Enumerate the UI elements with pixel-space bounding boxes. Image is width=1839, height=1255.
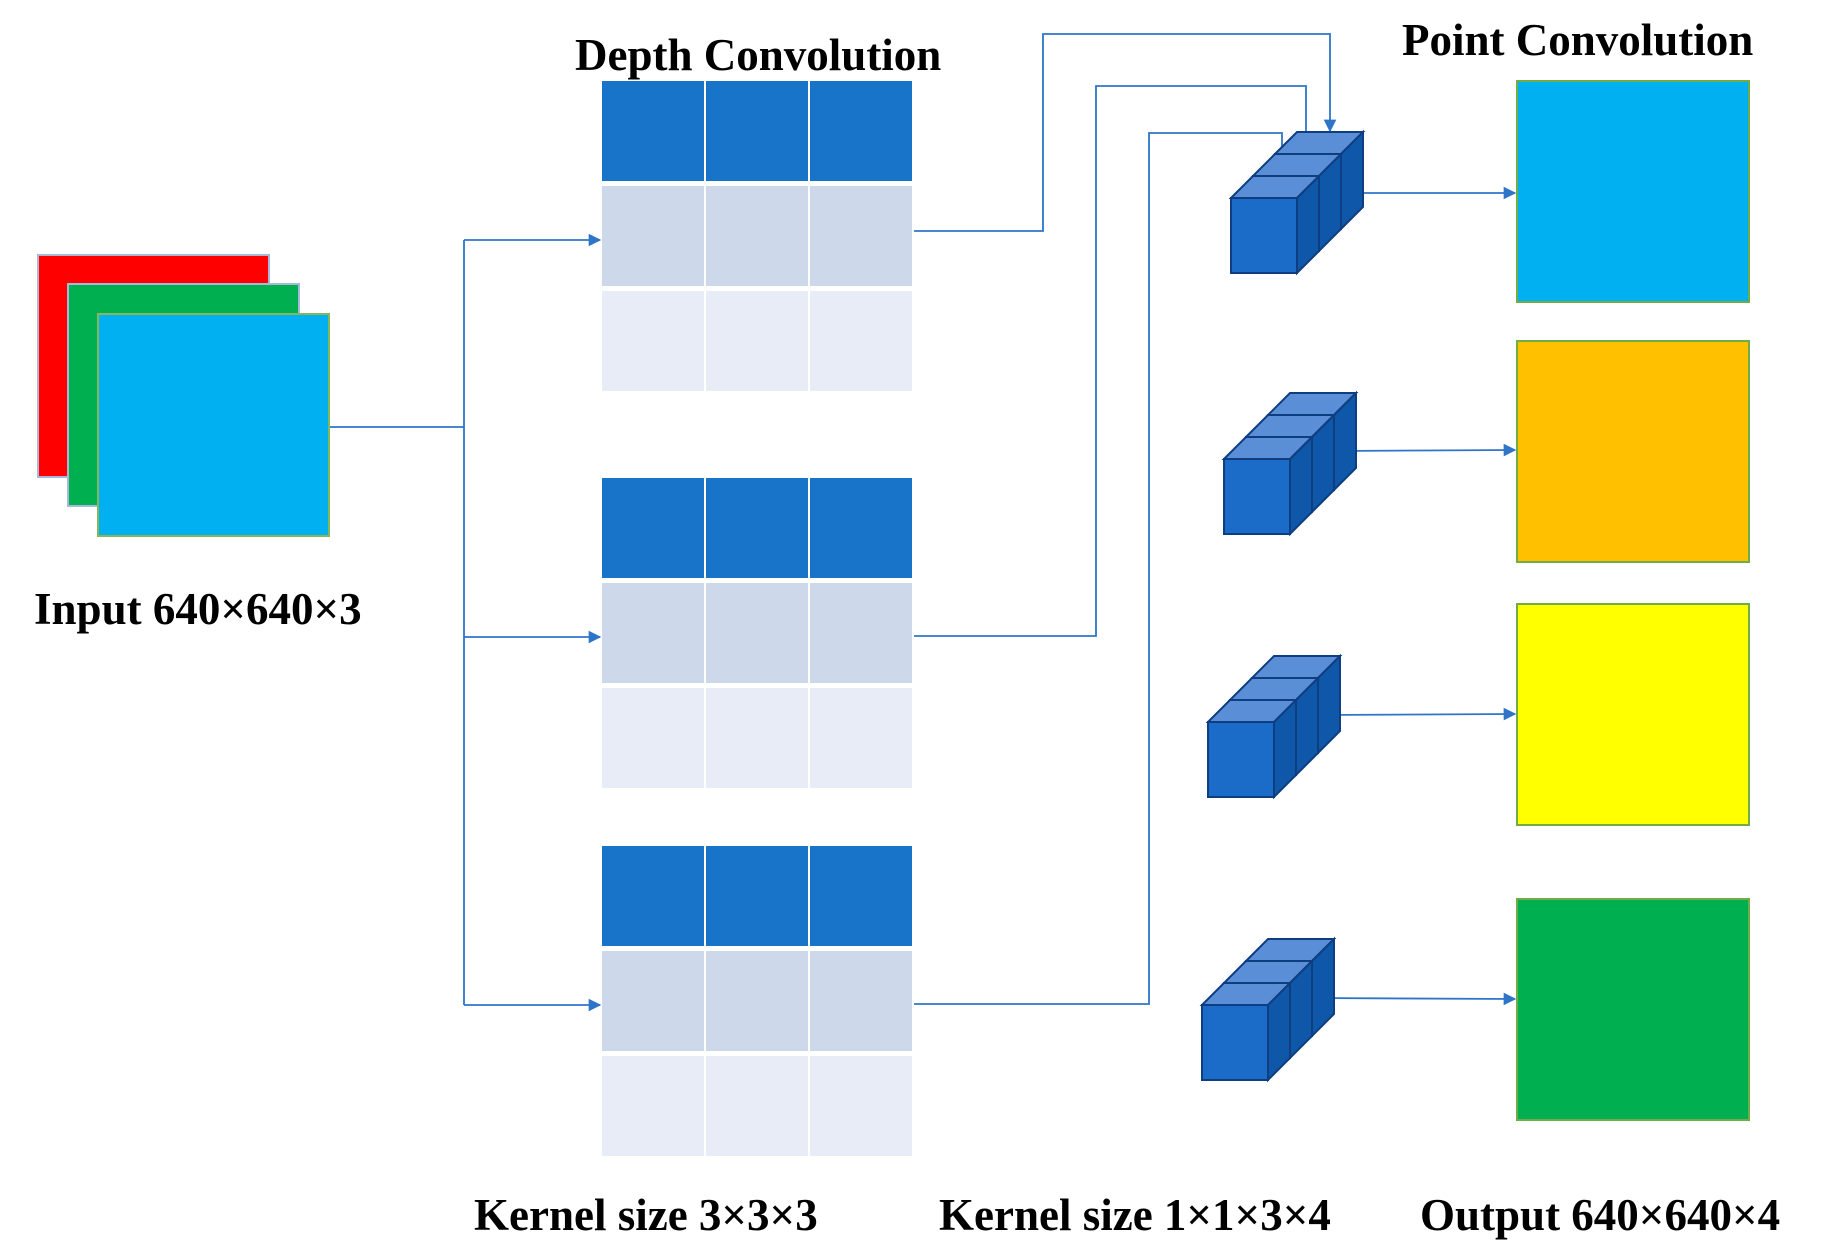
kernel-cell [810,478,912,578]
cube [1228,173,1322,276]
input-feature-map-stack [37,254,330,537]
depth-kernel-1 [602,81,912,391]
kernel-cell [602,1056,704,1156]
point-kernel-size-label: Kernel size 1×1×3×4 [939,1190,1331,1240]
kernel-cell [602,186,704,286]
output-map-4 [1516,898,1750,1121]
kernel-cell [810,1056,912,1156]
depth-kernels [602,81,912,1156]
kernel-cell [602,478,704,578]
kernel-1-to-point [914,33,1337,232]
point-kernels [1199,129,1366,1083]
kernel-cell [602,688,704,788]
kernel-cell [810,583,912,683]
cube-front-face [1223,458,1291,535]
depth-kernel-3 [602,846,912,1156]
depth-kernel-size-label: Kernel size 3×3×3 [474,1190,818,1240]
output-map-2 [1516,340,1750,563]
kernel-cell [602,583,704,683]
cube-front-face [1207,721,1275,798]
point-kernel-2 [1221,390,1359,537]
cube [1199,980,1293,1083]
kernel-cell [706,291,808,391]
kernel-cell [706,478,808,578]
kernel-cell [602,846,704,946]
point-kernel-3 [1205,653,1343,800]
kernel-cell [602,291,704,391]
kernel-cell [810,688,912,788]
kernel-cell [706,951,808,1051]
input-channel-blue [97,313,330,537]
kernel-cell [810,81,912,181]
cube-front-face [1230,197,1298,274]
kernel-cell [706,583,808,683]
kernel-cell [810,186,912,286]
depth-convolution-title: Depth Convolution [575,30,942,80]
kernel-cell [706,1056,808,1156]
output-label: Output 640×640×4 [1420,1190,1781,1240]
kernel-cell [602,951,704,1051]
kernel-cell [810,291,912,391]
point-3-to-output-3 [1316,707,1517,721]
kernel-cell [706,186,808,286]
kernel-2-to-point [914,85,1313,637]
kernel-cell [602,81,704,181]
kernel-cell [810,951,912,1051]
input-label: Input 640×640×3 [34,584,362,634]
output-feature-maps [1516,80,1750,1121]
cube [1205,697,1299,800]
cube-front-face [1201,1004,1269,1081]
depth-kernel-2 [602,478,912,788]
output-map-1 [1516,80,1750,303]
point-convolution-title: Point Convolution [1402,15,1754,65]
kernel-cell [706,688,808,788]
kernel-cell [810,846,912,946]
point-kernel-4 [1199,936,1337,1083]
kernel-3-to-point [914,132,1289,1005]
point-4-to-output-4 [1310,992,1517,1006]
kernel-cell [706,81,808,181]
cube [1221,434,1315,537]
point-kernel-1 [1228,129,1366,276]
kernel-cell [706,846,808,946]
output-map-3 [1516,603,1750,826]
point-2-to-output-2 [1332,443,1517,457]
